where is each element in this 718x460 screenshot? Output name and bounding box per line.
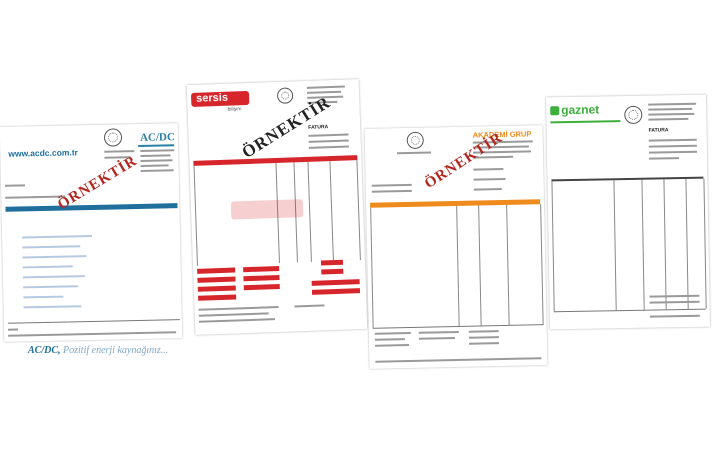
acdc-table-header bbox=[5, 203, 178, 212]
acdc-footer-text: Pozitif enerji kaynağınız... bbox=[63, 345, 169, 356]
acdc-invoice-sample: www.acdc.com.tr AC/DC ÖRNEKTİR bbox=[0, 123, 183, 342]
gaznet-doc-title: FATURA bbox=[648, 127, 669, 134]
acdc-footer-slogan: AC/DC, Pozitif enerji kaynağınız... bbox=[28, 345, 168, 356]
gaznet-invoice-sample: gaznet FATURA bbox=[545, 94, 711, 330]
gaznet-table-header bbox=[551, 176, 704, 182]
ministry-seal-icon bbox=[624, 105, 643, 125]
sersis-doc-title: FATURA bbox=[308, 124, 329, 131]
ministry-seal-icon bbox=[276, 87, 294, 104]
sersis-watermark bbox=[230, 199, 304, 220]
sersis-invoice-sample: sersis bilişim FATURA ÖRNEKTİR bbox=[186, 79, 368, 335]
acdc-website: www.acdc.com.tr bbox=[8, 147, 79, 159]
acdc-logo: AC/DC bbox=[139, 131, 175, 144]
acdc-footer-brand: AC/DC, bbox=[28, 345, 61, 356]
ministry-seal-icon bbox=[103, 128, 123, 147]
akademi-table-header bbox=[370, 199, 541, 208]
sample-stamp: ÖRNEKTİR bbox=[421, 129, 506, 193]
ministry-seal-icon bbox=[406, 131, 424, 150]
akademi-invoice-sample: AKADEMİ GRUP ÖRNEKTİR bbox=[364, 125, 548, 369]
gaznet-logo: gaznet bbox=[550, 102, 599, 117]
gaznet-logo-icon bbox=[550, 106, 560, 116]
